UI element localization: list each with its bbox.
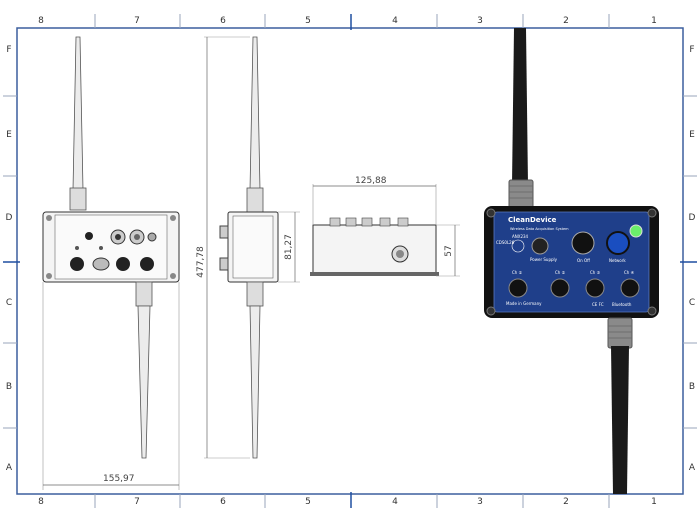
status-led (629, 224, 643, 238)
body-height-dimension: 81,27 (284, 234, 294, 260)
top-housing (312, 224, 437, 276)
col-label: 5 (305, 497, 311, 507)
row-label: A (688, 463, 696, 473)
model-label-1: ANX234 (512, 234, 529, 239)
front-connector (70, 257, 84, 271)
render-antenna-upper (512, 28, 528, 185)
render-antenna-connector-upper (508, 179, 534, 209)
ce-mark: CE FC (592, 302, 604, 307)
front-connector (92, 257, 110, 271)
brand-subtitle: Wireless Data Acquisition System (510, 227, 569, 231)
front-led (85, 232, 93, 240)
network-label: Network (609, 258, 626, 263)
power-label: Power Supply (530, 257, 558, 262)
top-width-dimension: 125,88 (355, 176, 387, 186)
col-label: 1 (651, 497, 657, 507)
ch1-label: Ch ① (512, 270, 523, 275)
screw (170, 215, 176, 221)
drawing-border (16, 27, 684, 495)
row-label: E (689, 130, 695, 140)
col-label: 7 (134, 497, 140, 507)
render-antenna-lower (611, 346, 629, 494)
front-antenna-upper (72, 36, 84, 191)
on-off-button (571, 231, 595, 255)
side-antenna-upper (249, 36, 261, 191)
col-label: 1 (651, 16, 657, 26)
brand-label: CleanDevice (508, 216, 557, 224)
channel-4-connector (620, 278, 640, 298)
device-render: CleanDevice Wireless Data Acquisition Sy… (484, 28, 659, 494)
channel-2-connector (550, 278, 570, 298)
screw (46, 215, 52, 221)
side-view: 477,78 81,27 (196, 36, 300, 459)
channel-1-connector (508, 278, 528, 298)
col-label: 4 (392, 497, 398, 507)
top-height-dimension: 57 (444, 245, 454, 256)
col-label: 8 (38, 497, 44, 507)
made-in-label: Made in Germany (506, 301, 542, 306)
row-label: E (6, 130, 12, 140)
col-label: 7 (134, 16, 140, 26)
screw (46, 273, 52, 279)
center-marks (3, 14, 697, 508)
ch2-label: Ch ② (555, 270, 566, 275)
power-supply-socket (531, 237, 549, 255)
row-label: A (5, 463, 13, 473)
zone-dividers (3, 14, 697, 508)
front-connector (116, 257, 130, 271)
row-label: C (688, 298, 696, 308)
screw (170, 273, 176, 279)
row-label: B (5, 382, 13, 392)
row-label: C (5, 298, 13, 308)
col-label: 5 (305, 16, 311, 26)
ch3-label: Ch ③ (590, 270, 601, 275)
row-label: F (6, 45, 12, 55)
channel-3-connector (585, 278, 605, 298)
front-antenna-lower (137, 305, 151, 459)
col-label: 2 (563, 16, 569, 26)
front-width-dimension: 155,97 (103, 474, 135, 484)
row-label: D (688, 213, 696, 223)
network-button (606, 231, 630, 255)
onoff-label: On Off (577, 258, 590, 263)
col-label: 4 (392, 16, 398, 26)
row-label: D (5, 213, 13, 223)
front-antenna-base-upper (69, 187, 87, 211)
top-view: 125,88 57 (310, 176, 460, 277)
row-label: F (689, 45, 695, 55)
col-label: 8 (38, 16, 44, 26)
col-label: 6 (220, 497, 226, 507)
front-antenna-base-lower (135, 281, 153, 307)
top-mount-plate (310, 272, 439, 276)
info-icon (511, 239, 525, 253)
model-label-2: CDS0L26 (496, 240, 515, 245)
front-view: 155,97 (42, 36, 180, 490)
col-label: 3 (477, 16, 483, 26)
total-height-dimension: 477,78 (196, 246, 206, 278)
footer-brand: Bluetooth (612, 302, 632, 307)
col-label: 2 (563, 497, 569, 507)
render-antenna-connector-lower (607, 317, 633, 349)
col-label: 6 (220, 16, 226, 26)
front-connector (140, 257, 154, 271)
side-antenna-lower (249, 305, 261, 459)
row-label: B (688, 382, 696, 392)
ch4-label: Ch ④ (624, 270, 635, 275)
col-label: 3 (477, 497, 483, 507)
